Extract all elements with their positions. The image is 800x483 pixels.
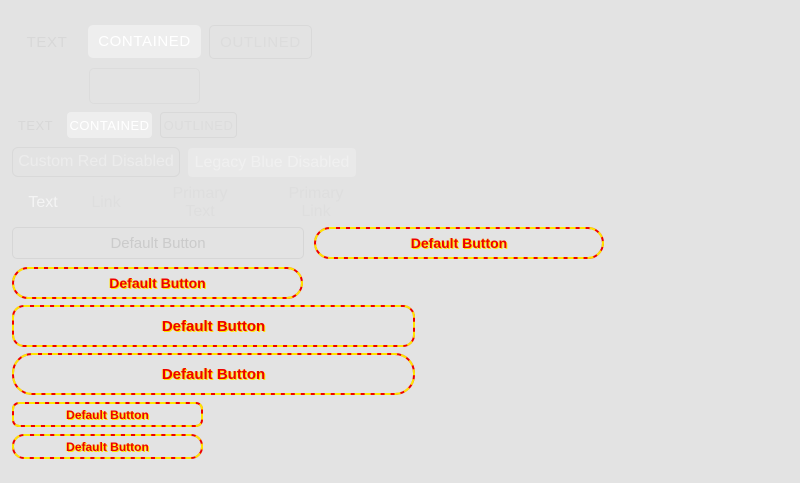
default-button-red-small-pill[interactable]: Default Button — [12, 434, 203, 459]
default-button-red-wide-round[interactable]: Default Button — [12, 353, 415, 395]
text-variant-button-small[interactable]: TEXT — [8, 112, 63, 138]
primary-text-link[interactable]: Primary Text — [157, 185, 243, 220]
outlined-variant-button-large[interactable]: OUTLINED — [209, 25, 312, 59]
legacy-blue-disabled-button[interactable]: Legacy Blue Disabled — [188, 148, 356, 177]
text-variant-button-large[interactable]: TEXT — [16, 25, 78, 59]
default-button-red-pill[interactable]: Default Button — [12, 267, 303, 299]
default-button-gray[interactable]: Default Button — [12, 227, 304, 259]
primary-link-link[interactable]: Primary Link — [273, 185, 359, 220]
contained-variant-button-large[interactable]: CONTAINED — [88, 25, 201, 58]
text-link[interactable]: Text — [24, 194, 62, 212]
custom-red-disabled-button[interactable]: Custom Red Disabled — [12, 147, 180, 177]
default-button-red-wide-rect[interactable]: Default Button — [12, 305, 415, 347]
default-button-red-pill-right[interactable]: Default Button — [314, 227, 604, 259]
contained-variant-button-small[interactable]: CONTAINED — [67, 112, 152, 138]
link-link[interactable]: Link — [91, 194, 121, 211]
empty-outlined-button[interactable] — [89, 68, 200, 104]
outlined-variant-button-small[interactable]: OUTLINED — [160, 112, 237, 138]
default-button-red-small-rect[interactable]: Default Button — [12, 402, 203, 427]
